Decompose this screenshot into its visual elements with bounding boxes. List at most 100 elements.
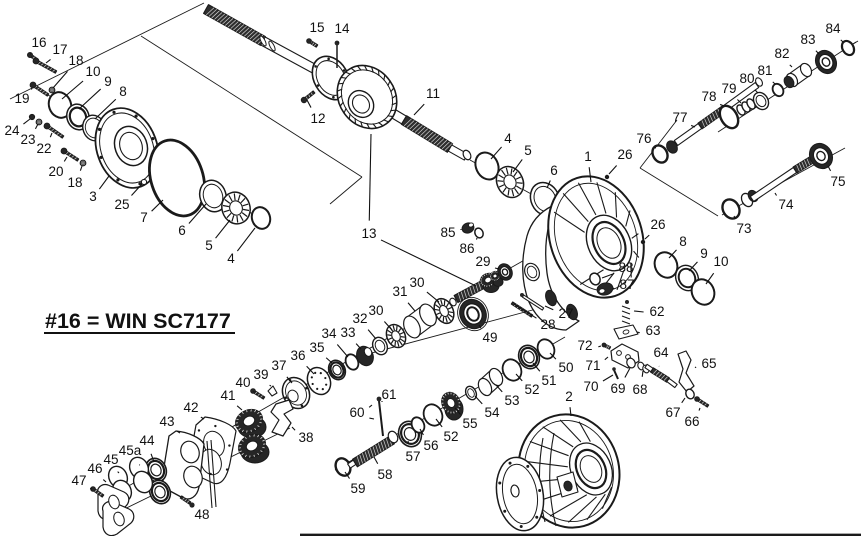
leader-line: [200, 416, 205, 420]
leader-line: [325, 357, 333, 364]
callout-7: 7: [140, 199, 164, 225]
part-number-label: 18: [68, 53, 83, 68]
leader-line: [176, 430, 181, 434]
leader-line: [30, 87, 33, 90]
callout-16: 16: [29, 35, 47, 55]
part-number-label: 2: [565, 389, 573, 404]
callout-9: 9: [688, 246, 708, 272]
part-number-label: 69: [610, 381, 625, 396]
leader-line: [588, 167, 592, 183]
part-number-label: 19: [14, 91, 29, 106]
part-number-label: 23: [20, 132, 35, 147]
part-number-label: 73: [736, 221, 751, 236]
leader-line: [236, 227, 256, 252]
leader-line: [117, 471, 120, 474]
callout-88: 88: [601, 260, 634, 279]
leader-line: [79, 165, 83, 171]
leader-line: [63, 156, 68, 162]
callout-11: 11: [413, 86, 440, 116]
leader-line: [306, 99, 312, 108]
callout-19: 19: [14, 87, 33, 106]
part-number-label: 71: [585, 358, 600, 373]
leader-line: [512, 159, 523, 173]
leader-line: [306, 365, 315, 375]
leader-line: [286, 376, 293, 384]
callout-27: 27: [544, 305, 574, 321]
part-number-label: 48: [194, 507, 209, 522]
callout-56: 56: [419, 428, 439, 453]
callout-24: 24: [4, 118, 31, 138]
leader-line: [546, 180, 551, 189]
callout-87: 87: [612, 277, 635, 292]
part-number-label: 66: [684, 414, 699, 429]
part-number-label: 6: [550, 163, 558, 178]
leader-line: [478, 324, 482, 329]
leader-line: [827, 165, 832, 172]
leader-line: [435, 418, 443, 428]
callout-48: 48: [192, 506, 210, 522]
part-number-label: 41: [220, 388, 235, 403]
callout-30: 30: [409, 275, 440, 303]
part-number-label: 72: [577, 338, 592, 353]
part-number-label: 1: [584, 149, 592, 164]
part-number-label: 13: [361, 226, 376, 241]
part-number-label: 63: [645, 323, 660, 338]
leader-line: [336, 344, 349, 358]
callout-43: 43: [159, 414, 181, 434]
part-number-label: 75: [830, 174, 845, 189]
part-number-label: 80: [739, 71, 754, 86]
part-number-label: 29: [475, 254, 490, 269]
callout-86: 86: [459, 237, 478, 256]
leader-line: [604, 356, 609, 361]
leader-line: [188, 203, 207, 224]
leader-line: [215, 219, 231, 239]
callout-20: 20: [48, 156, 68, 179]
part-number-label: 33: [340, 325, 355, 340]
callout-13: 13: [361, 133, 477, 287]
part-number-label: 56: [423, 438, 438, 453]
callout-54: 54: [474, 395, 500, 420]
part-number-label: 45a: [119, 443, 142, 458]
part-number-label: 86: [459, 241, 474, 256]
part-number-label: 5: [524, 143, 532, 158]
leader-line: [601, 273, 615, 279]
part-number-label: 5: [205, 238, 213, 253]
callout-69: 69: [610, 367, 631, 396]
part-number-label: 50: [558, 360, 573, 375]
callout-9: 9: [78, 74, 112, 110]
callout-3: 3: [89, 175, 110, 204]
leader-line: [419, 428, 424, 436]
part-number-label: 49: [482, 330, 497, 345]
callout-84: 84: [825, 21, 844, 43]
part-number-label: 28: [540, 317, 555, 332]
callout-12: 12: [306, 99, 326, 126]
callout-75: 75: [827, 165, 846, 189]
callout-55: 55: [454, 407, 478, 431]
leader-line: [544, 305, 554, 311]
callout-63: 63: [636, 323, 661, 338]
part-number-label: 74: [778, 197, 794, 212]
leader-line: [494, 267, 500, 270]
note-label: #16 = WIN SC7177: [45, 309, 231, 333]
part-number-label: 11: [426, 86, 440, 101]
leader-line: [413, 103, 425, 116]
leader-line: [688, 261, 698, 272]
part-number-label: 79: [721, 81, 736, 96]
part-number-label: 6: [178, 223, 186, 238]
part-number-label: 44: [139, 433, 155, 448]
leader-line: [490, 146, 502, 160]
part-number-label: 14: [334, 21, 350, 36]
part-number-label: 78: [701, 89, 716, 104]
callout-14: 14: [334, 21, 350, 44]
leader-line: [34, 123, 39, 130]
part-number-label: 47: [71, 473, 86, 488]
part-number-label: 45: [103, 452, 118, 467]
callout-82: 82: [774, 46, 793, 68]
part-number-label: 59: [350, 481, 365, 496]
part-number-label: 27: [558, 306, 573, 321]
callout-18: 18: [52, 53, 84, 89]
leader-line: [513, 303, 537, 319]
part-number-label: 43: [159, 414, 174, 429]
leader-line: [49, 132, 53, 138]
part-number-label: 40: [235, 375, 250, 390]
